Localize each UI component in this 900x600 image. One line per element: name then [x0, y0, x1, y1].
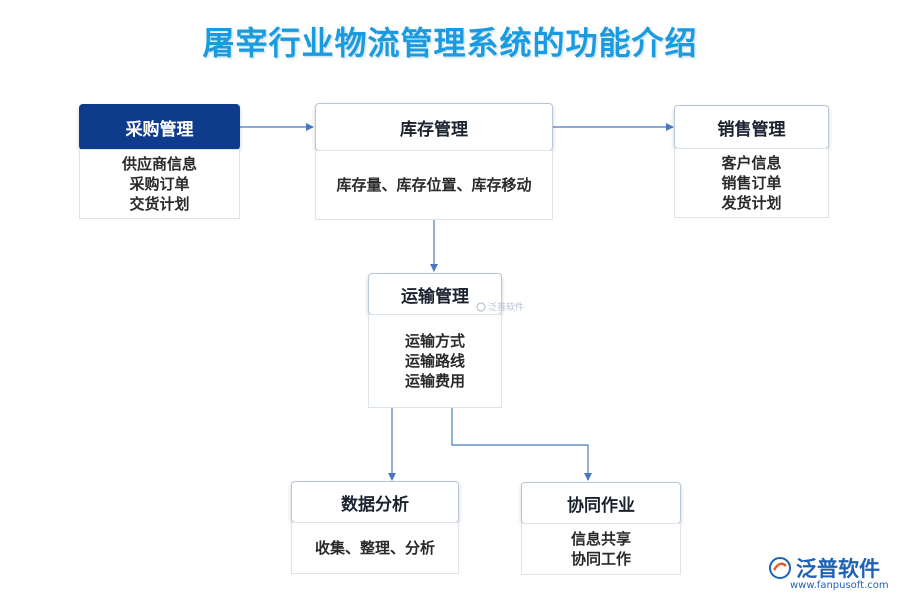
node-collab-item: 信息共享 — [570, 530, 631, 548]
node-inventory-title: 库存管理 — [315, 103, 553, 151]
brand-logo-text: 泛普软件 — [796, 557, 880, 581]
node-collab: 协同作业 信息共享 协同工作 — [521, 482, 681, 575]
node-transport-item: 运输费用 — [404, 372, 465, 390]
watermark-small: 泛普软件 — [476, 300, 524, 313]
node-analysis-item: 收集、整理、分析 — [314, 539, 435, 557]
node-inventory-body: 库存量、库存位置、库存移动 — [315, 150, 553, 220]
node-sales-item: 客户信息 — [721, 154, 782, 172]
node-purchase: 采购管理 供应商信息 采购订单 交货计划 — [79, 104, 240, 219]
node-inventory-item: 库存量、库存位置、库存移动 — [336, 176, 532, 194]
node-collab-body: 信息共享 协同工作 — [521, 523, 681, 575]
arrow-transport-to-collab — [451, 408, 592, 481]
node-sales-item: 发货计划 — [721, 194, 782, 212]
node-analysis-body: 收集、整理、分析 — [291, 522, 459, 574]
node-transport-item: 运输方式 — [404, 332, 465, 350]
node-sales: 销售管理 客户信息 销售订单 发货计划 — [674, 105, 829, 218]
node-purchase-item: 采购订单 — [129, 175, 190, 193]
node-collab-title: 协同作业 — [521, 482, 681, 524]
node-purchase-item: 供应商信息 — [121, 155, 197, 173]
node-sales-item: 销售订单 — [721, 174, 782, 192]
node-transport-title: 运输管理 — [368, 273, 502, 315]
node-collab-item: 协同工作 — [570, 550, 631, 568]
node-purchase-title: 采购管理 — [79, 104, 240, 150]
node-sales-body: 客户信息 销售订单 发货计划 — [674, 148, 829, 218]
node-analysis-title: 数据分析 — [291, 481, 459, 523]
brand-logo: 泛普软件 — [768, 553, 880, 583]
node-transport-item: 运输路线 — [404, 352, 465, 370]
node-sales-title: 销售管理 — [674, 105, 829, 149]
node-transport: 运输管理 运输方式 运输路线 运输费用 — [368, 273, 502, 408]
watermark-logo-icon — [476, 301, 486, 312]
node-analysis: 数据分析 收集、整理、分析 — [291, 481, 459, 574]
node-purchase-item: 交货计划 — [129, 195, 190, 213]
node-inventory: 库存管理 库存量、库存位置、库存移动 — [315, 103, 553, 220]
brand-url: www.fanpusoft.com — [790, 580, 889, 591]
node-transport-body: 运输方式 运输路线 运输费用 — [368, 314, 502, 408]
brand-logo-icon — [769, 557, 791, 579]
page-title: 屠宰行业物流管理系统的功能介绍 — [202, 24, 698, 62]
watermark-small-text: 泛普软件 — [488, 303, 525, 313]
node-purchase-body: 供应商信息 采购订单 交货计划 — [79, 149, 240, 219]
